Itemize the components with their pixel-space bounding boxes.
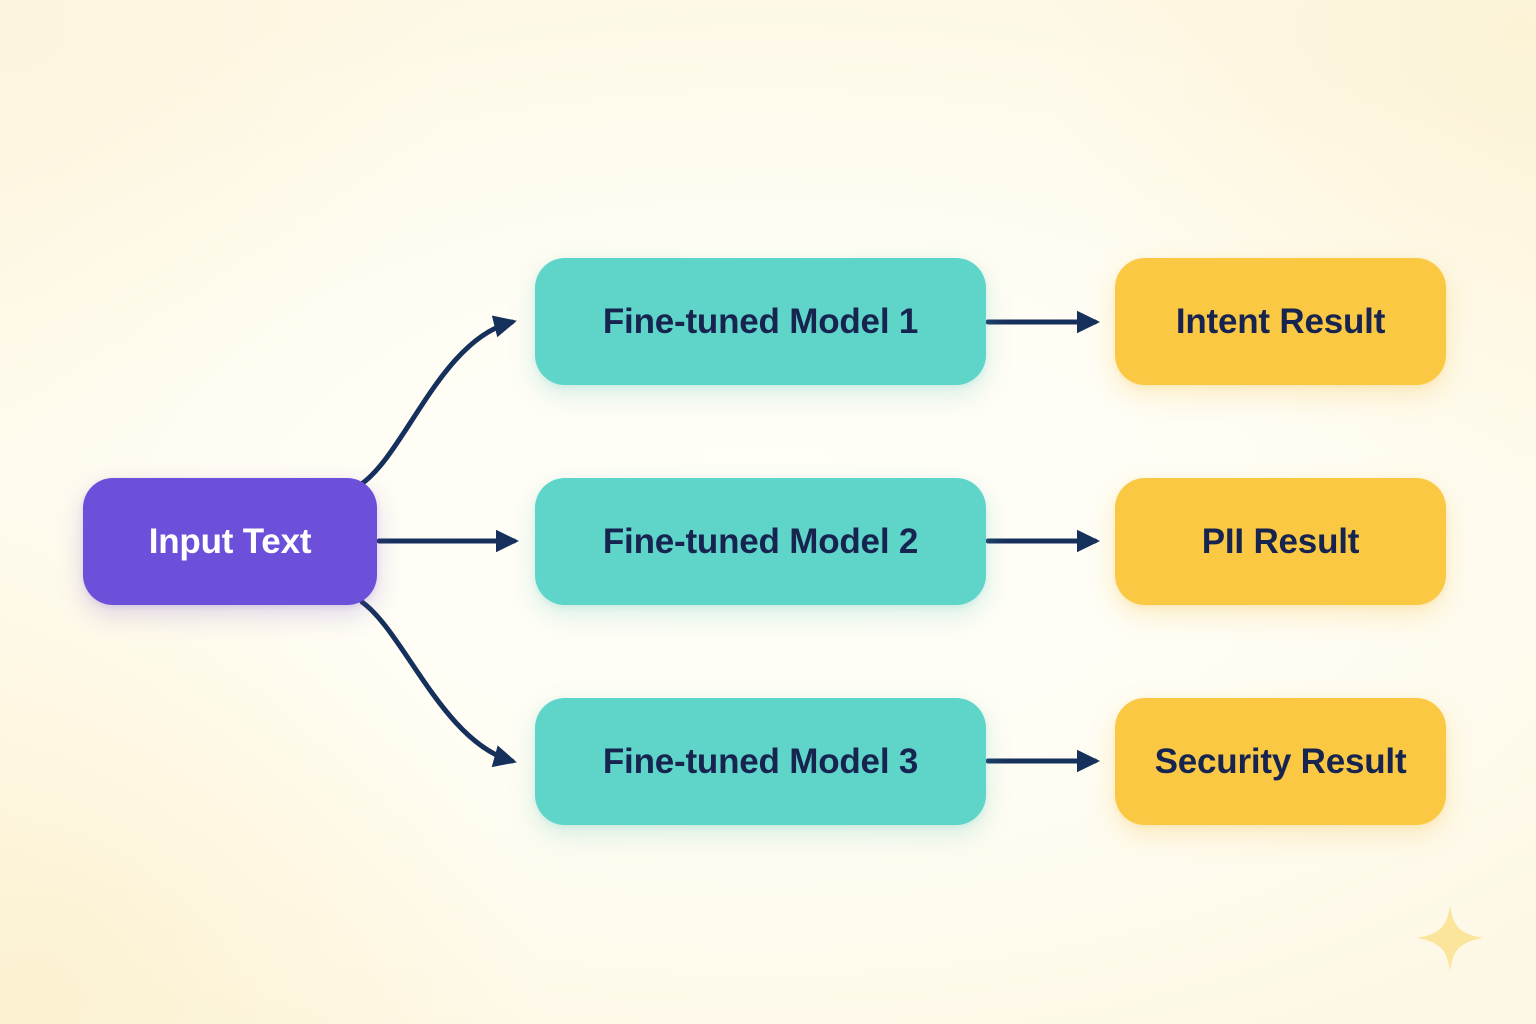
node-intent-result-label: Intent Result xyxy=(1175,302,1386,341)
node-fine-tuned-model-3-label: Fine-tuned Model 3 xyxy=(602,742,919,781)
edge-input-to-model-3 xyxy=(359,599,517,768)
node-security-result[interactable]: Security Result xyxy=(1115,698,1446,825)
node-pii-result[interactable]: PII Result xyxy=(1115,478,1446,605)
node-pii-result-label: PII Result xyxy=(1201,522,1360,561)
node-fine-tuned-model-1[interactable]: Fine-tuned Model 1 xyxy=(535,258,986,385)
node-intent-result[interactable]: Intent Result xyxy=(1115,258,1446,385)
node-fine-tuned-model-1-label: Fine-tuned Model 1 xyxy=(602,302,919,341)
edge-input-to-model-1 xyxy=(357,315,517,488)
node-fine-tuned-model-3[interactable]: Fine-tuned Model 3 xyxy=(535,698,986,825)
node-fine-tuned-model-2[interactable]: Fine-tuned Model 2 xyxy=(535,478,986,605)
node-input-text[interactable]: Input Text xyxy=(83,478,377,605)
node-input-text-label: Input Text xyxy=(148,522,312,561)
node-security-result-label: Security Result xyxy=(1154,742,1407,781)
node-fine-tuned-model-2-label: Fine-tuned Model 2 xyxy=(602,522,919,561)
